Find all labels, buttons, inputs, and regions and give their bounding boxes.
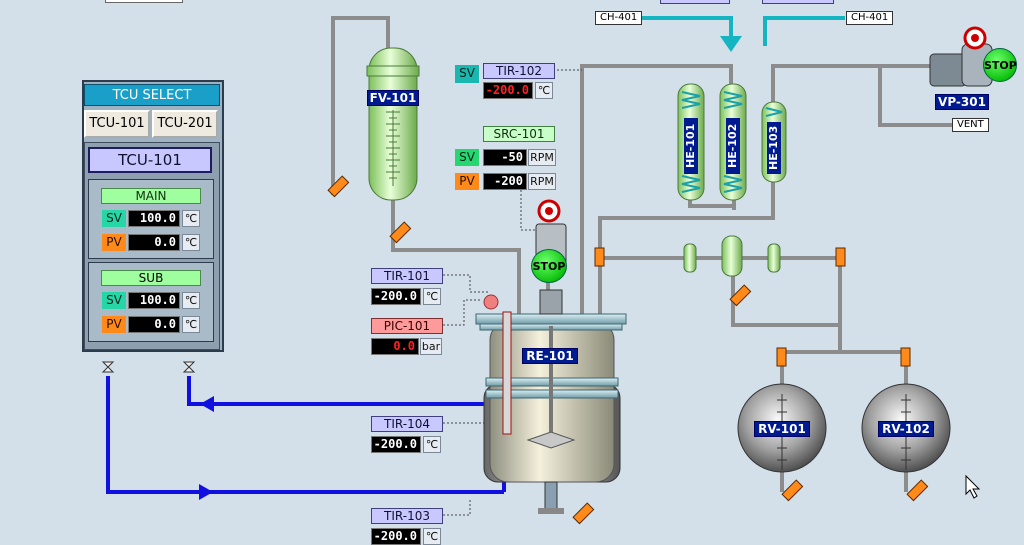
coolant-arrow-return <box>200 396 214 412</box>
tcu-selected-title: TCU-101 <box>88 147 212 173</box>
tir-101-value: -200.0 <box>371 288 421 305</box>
tir-102-sv-label: SV <box>455 65 479 83</box>
tir-104-tag[interactable]: TIR-104 <box>371 416 443 432</box>
tir-102-tag[interactable]: TIR-102 <box>483 63 555 79</box>
tcu-sub-pv-unit: ℃ <box>182 316 200 333</box>
ch-401-left-tag: CH-401 <box>595 11 643 25</box>
tcu-sub-sv-unit: ℃ <box>182 292 200 309</box>
src-101-pv-value: -200 <box>483 173 527 190</box>
tcu-main-pv-label: PV <box>102 234 126 251</box>
tcu-201-button[interactable]: TCU-201 <box>152 110 218 138</box>
he-103-label[interactable]: HE-103 <box>767 122 781 174</box>
tcu-sub-label: SUB <box>101 270 201 286</box>
vp-301-label[interactable]: VP-301 <box>935 94 989 110</box>
top-cutoff-box-left <box>105 0 183 3</box>
tir-101-unit: ℃ <box>423 288 441 305</box>
instrument-leaders <box>443 69 582 516</box>
agitator-stop-button[interactable]: STOP <box>531 249 567 283</box>
rv-102-label[interactable]: RV-102 <box>878 421 934 437</box>
tcu-sub-pv-label: PV <box>102 316 126 333</box>
tir-101-tag[interactable]: TIR-101 <box>371 268 443 284</box>
tcu-sub-pv-value: 0.0 <box>128 316 180 333</box>
src-101-sv-value[interactable]: -50 <box>483 149 527 166</box>
coolant-lines <box>106 376 506 494</box>
src-101-pv-unit: RPM <box>528 173 556 190</box>
sight-glasses <box>683 235 781 277</box>
tir-103-value: -200.0 <box>371 528 421 545</box>
tcu-main-sv-unit: ℃ <box>182 210 200 227</box>
tir-102-unit: ℃ <box>535 82 553 99</box>
chilled-water-arrow <box>720 36 742 52</box>
src-101-tag[interactable]: SRC-101 <box>483 126 555 142</box>
he-102-label[interactable]: HE-102 <box>726 118 740 174</box>
tcu-main-sv-label: SV <box>102 210 126 227</box>
tcu-101-button[interactable]: TCU-101 <box>84 110 150 138</box>
mouse-cursor <box>965 474 981 499</box>
vp-301-pump <box>929 26 993 87</box>
chilled-water-lines <box>640 16 845 46</box>
tir-103-tag[interactable]: TIR-103 <box>371 508 443 524</box>
tcu-main-pv-unit: ℃ <box>182 234 200 251</box>
coolant-arrow-supply <box>199 484 213 500</box>
tir-104-value: -200.0 <box>371 436 421 453</box>
re-101-reactor <box>475 199 627 514</box>
pic-101-value[interactable]: 0.0 <box>371 338 419 355</box>
tcu-main-sv-value[interactable]: 100.0 <box>128 210 180 227</box>
pic-101-unit: bar <box>420 338 442 355</box>
tcu-main-pv-value: 0.0 <box>128 234 180 251</box>
tcu-main-label: MAIN <box>101 188 201 204</box>
vp-301-stop-button[interactable]: STOP <box>983 48 1017 82</box>
fv-101-label[interactable]: FV-101 <box>367 90 419 106</box>
diagonal-valves <box>327 175 929 525</box>
re-101-label[interactable]: RE-101 <box>522 348 578 364</box>
tcu-sub-sv-label: SV <box>102 292 126 309</box>
ch-401-right-tag: CH-401 <box>846 11 894 25</box>
pic-101-tag[interactable]: PIC-101 <box>371 318 443 334</box>
tcu-sub-sv-value[interactable]: 100.0 <box>128 292 180 309</box>
tir-103-unit: ℃ <box>423 528 441 545</box>
tir-104-unit: ℃ <box>423 436 441 453</box>
fv-101-column <box>366 47 420 201</box>
he-101-label[interactable]: HE-101 <box>684 118 698 174</box>
tcu-select-header: TCU SELECT <box>84 84 220 106</box>
src-101-sv-label: SV <box>455 149 479 166</box>
rv-101-label[interactable]: RV-101 <box>754 421 810 437</box>
orange-valves <box>594 247 911 367</box>
tir-102-value[interactable]: -200.0 <box>483 82 533 99</box>
vent-tag: VENT <box>952 118 989 132</box>
src-101-sv-unit: RPM <box>528 149 556 166</box>
src-101-pv-label: PV <box>455 173 479 190</box>
tcu-valves <box>101 361 196 373</box>
top-cutoff-box-right <box>762 0 834 4</box>
top-cutoff-box-mid <box>660 0 730 4</box>
